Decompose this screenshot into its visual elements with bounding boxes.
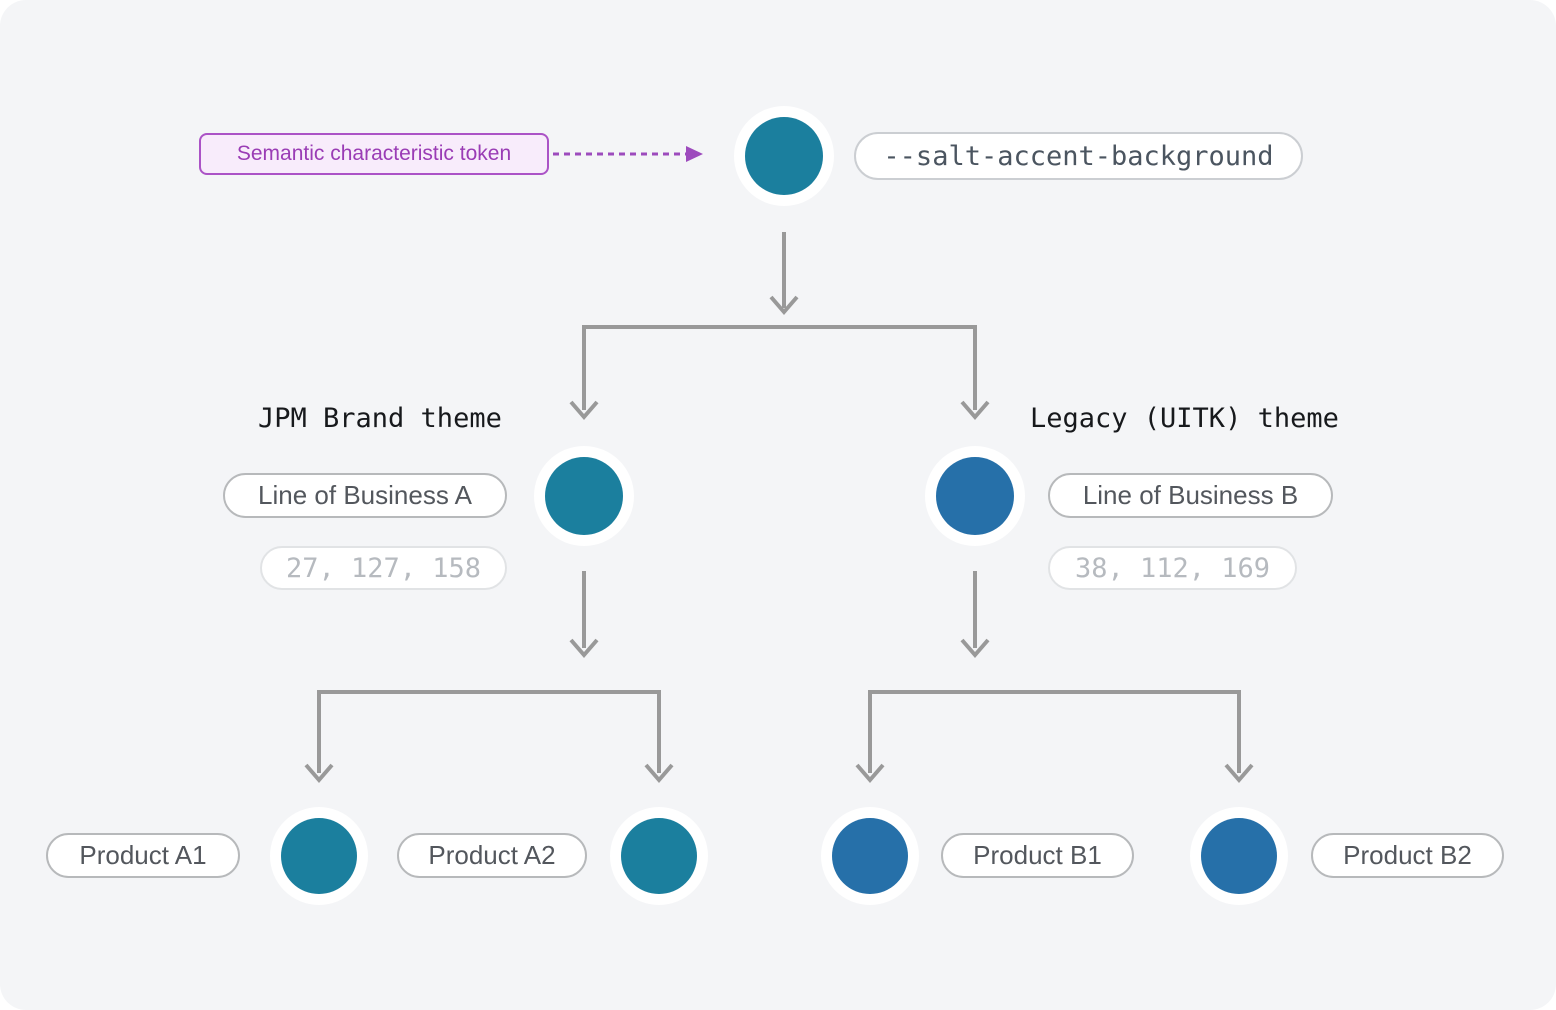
- root-token-name: --salt-accent-background: [883, 140, 1274, 172]
- product-a-branch-connector: [317, 690, 661, 773]
- product-a1-pill: Product A1: [46, 833, 240, 878]
- line-of-business-b-pill: Line of Business B: [1048, 473, 1333, 518]
- theme-a-down-arrowhead-icon: [569, 638, 599, 659]
- product-a1-arrowhead-icon: [304, 763, 334, 784]
- theme-a-title: JPM Brand theme: [258, 403, 502, 434]
- product-b2-arrowhead-icon: [1224, 763, 1254, 784]
- theme-b-title: Legacy (UITK) theme: [1030, 403, 1339, 434]
- line-of-business-a-label: Line of Business A: [258, 480, 472, 510]
- root-token-name-pill: --salt-accent-background: [854, 132, 1303, 180]
- product-b-branch-connector: [868, 690, 1241, 773]
- product-a1-swatch-circle: [281, 818, 357, 894]
- theme-b-swatch-circle: [936, 457, 1014, 535]
- theme-b-arrowhead-icon: [960, 400, 990, 421]
- theme-a-swatch-circle: [545, 457, 623, 535]
- line-of-business-b-label: Line of Business B: [1082, 480, 1299, 510]
- line-of-business-a-pill: Line of Business A: [223, 473, 507, 518]
- theme-branch-connector: [582, 325, 977, 410]
- theme-b-rgb-pill: 38, 112, 169: [1048, 546, 1297, 590]
- product-b2-label: Product B2: [1343, 840, 1472, 870]
- product-b1-label: Product B1: [973, 840, 1102, 870]
- product-a2-label: Product A2: [428, 840, 556, 870]
- tree-connectors: [304, 232, 1254, 784]
- product-a1-label: Product A1: [79, 840, 207, 870]
- root-swatch-circle: [745, 117, 823, 195]
- product-a2-pill: Product A2: [397, 833, 587, 878]
- product-b2-pill: Product B2: [1311, 833, 1504, 878]
- token-swatches: [270, 106, 1288, 905]
- annotation-arrow: [553, 146, 703, 162]
- product-a2-arrowhead-icon: [644, 763, 674, 784]
- theme-a-rgb-value: 27, 127, 158: [285, 552, 482, 584]
- theme-b-down-arrowhead-icon: [960, 638, 990, 659]
- semantic-token-annotation: Semantic characteristic token: [199, 133, 549, 175]
- theme-b-rgb-value: 38, 112, 169: [1074, 552, 1271, 584]
- semantic-token-annotation-label: Semantic characteristic token: [236, 142, 512, 165]
- root-down-arrowhead-icon: [769, 295, 799, 316]
- annotation-arrowhead-icon: [686, 146, 703, 162]
- product-b1-arrowhead-icon: [855, 763, 885, 784]
- theme-a-arrowhead-icon: [569, 400, 599, 421]
- product-a2-swatch-circle: [621, 818, 697, 894]
- theme-a-rgb-pill: 27, 127, 158: [260, 546, 507, 590]
- product-b1-swatch-circle: [832, 818, 908, 894]
- product-b2-swatch-circle: [1201, 818, 1277, 894]
- product-b1-pill: Product B1: [941, 833, 1134, 878]
